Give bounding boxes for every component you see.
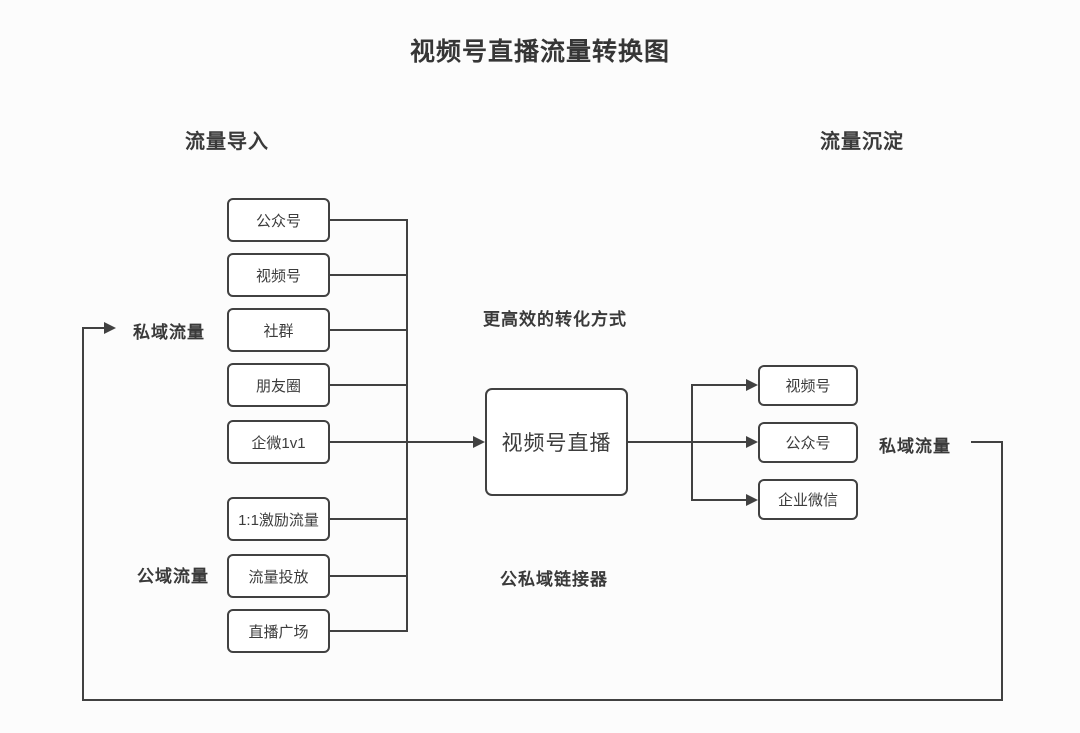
arrowhead-icon [746,494,758,506]
connector-line [330,518,407,520]
connector-line [330,384,407,386]
annotation-public-private-connector: 公私域链接器 [500,570,608,589]
branch-arrow-line [692,499,748,501]
section-header-traffic-import: 流量导入 [185,131,269,153]
section-header-traffic-retention: 流量沉淀 [820,131,904,153]
node-official-account-out: 公众号 [758,422,858,463]
label-private-traffic-left: 私域流量 [133,323,205,342]
connector-line [330,274,407,276]
main-flow-line [406,441,474,443]
connector-line [330,630,407,632]
node-video-account: 视频号 [227,253,330,297]
feedback-loop-top-left [82,327,106,329]
arrowhead-icon [104,322,116,334]
branch-arrow-line [692,441,748,443]
feedback-loop-left [82,328,84,701]
right-flow-line [627,441,693,443]
node-incentive-traffic: 1:1激励流量 [227,497,330,541]
annotation-conversion-method: 更高效的转化方式 [483,310,627,329]
node-official-account: 公众号 [227,198,330,242]
node-moments: 朋友圈 [227,363,330,407]
page-title: 视频号直播流量转换图 [409,38,670,66]
label-private-traffic-right: 私域流量 [879,437,951,456]
connector-line [330,329,407,331]
feedback-loop-bottom [82,699,1003,701]
branch-arrow-line [692,384,748,386]
node-traffic-placement: 流量投放 [227,554,330,598]
node-community: 社群 [227,308,330,352]
feedback-loop-right [1001,441,1003,701]
arrowhead-icon [746,379,758,391]
connector-line [330,575,407,577]
node-video-account-out: 视频号 [758,365,858,406]
node-video-live: 视频号直播 [485,388,628,496]
connector-line [330,219,407,221]
node-wecom-1v1: 企微1v1 [227,420,330,464]
left-trunk-line [406,219,408,632]
node-live-plaza: 直播广场 [227,609,330,653]
label-public-traffic: 公域流量 [137,567,209,586]
arrowhead-icon [473,436,485,448]
connector-line [330,441,407,443]
feedback-loop-top-right [971,441,1003,443]
arrowhead-icon [746,436,758,448]
node-enterprise-wechat: 企业微信 [758,479,858,520]
